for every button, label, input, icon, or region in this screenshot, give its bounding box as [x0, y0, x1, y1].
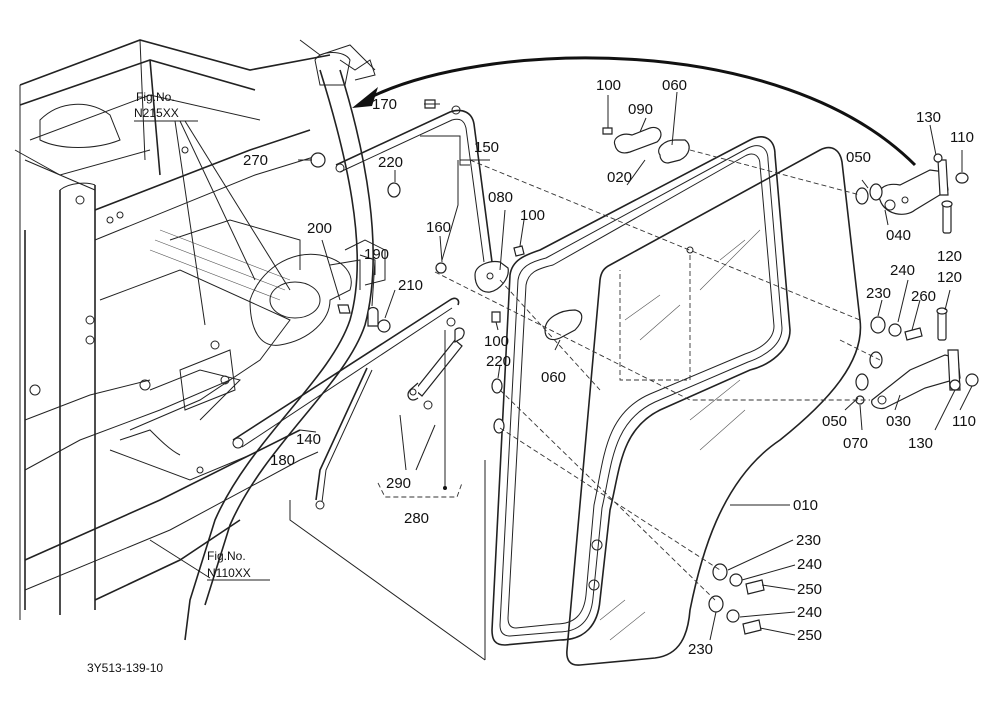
hinge-pin-120-lower [936, 307, 948, 341]
label-100-top: 100 [596, 77, 621, 94]
label-050-upper: 050 [846, 149, 871, 166]
footer-code: 3Y513-139-10 [87, 661, 163, 675]
label-160: 160 [426, 219, 451, 236]
label-100-mid: 100 [520, 207, 545, 224]
label-150: 150 [474, 139, 499, 156]
label-070: 070 [843, 435, 868, 452]
label-060-low: 060 [541, 369, 566, 386]
hinge-pin-120-upper [941, 200, 953, 234]
label-230-b: 230 [688, 641, 713, 658]
label-230-a: 230 [796, 532, 821, 549]
label-120-lower: 120 [937, 269, 962, 286]
curved-arrow [352, 56, 917, 167]
label-240-a: 240 [797, 556, 822, 573]
rod-180 [315, 367, 373, 510]
figure-ref-bottom-line2: N110XX [207, 566, 251, 580]
label-130-top: 130 [916, 109, 941, 126]
label-280: 280 [404, 510, 429, 527]
label-040: 040 [886, 227, 911, 244]
label-260: 260 [911, 288, 936, 305]
label-100-low: 100 [484, 333, 509, 350]
label-170: 170 [372, 96, 397, 113]
label-200: 200 [307, 220, 332, 237]
label-270: 270 [243, 152, 268, 169]
cab-frame [14, 39, 386, 641]
label-210: 210 [398, 277, 423, 294]
label-190: 190 [364, 246, 389, 263]
small-parts [310, 99, 979, 635]
label-020: 020 [607, 169, 632, 186]
label-110-top: 110 [950, 129, 974, 146]
label-220-upper: 220 [378, 154, 403, 171]
label-250-b: 250 [797, 627, 822, 644]
label-230-right: 230 [866, 285, 891, 302]
label-060-top: 060 [662, 77, 687, 94]
label-080: 080 [488, 189, 513, 206]
hinge-040 [878, 159, 949, 215]
figure-ref-top: Fig.No. N215XX [134, 90, 291, 326]
figure-ref-top-line1: Fig.No. [136, 90, 175, 104]
gas-strut-290 [407, 317, 465, 410]
label-240-right: 240 [890, 262, 915, 279]
figure-ref-bottom: Fig.No. N110XX [149, 539, 270, 581]
label-090: 090 [628, 101, 653, 118]
label-220-lower: 220 [486, 353, 511, 370]
part-labels: 100 090 060 130 110 170 150 270 220 020 … [243, 77, 976, 658]
figure-ref-bottom-line1: Fig.No. [207, 549, 246, 563]
leader-lines [289, 91, 973, 661]
label-240-b: 240 [797, 604, 822, 621]
figure-ref-top-line2: N215XX [134, 106, 179, 120]
label-140: 140 [296, 431, 321, 448]
rod-140 [232, 297, 460, 449]
label-120-upper: 120 [937, 248, 962, 265]
handle-rod-150 [335, 105, 493, 263]
label-010: 010 [793, 497, 818, 514]
label-250-a: 250 [797, 581, 822, 598]
label-130-lower: 130 [908, 435, 933, 452]
door-seal-020 [491, 136, 791, 646]
label-180: 180 [270, 452, 295, 469]
label-290: 290 [386, 475, 411, 492]
hinge-030 [871, 349, 961, 410]
label-110-lower: 110 [952, 413, 976, 430]
label-050-lower: 050 [822, 413, 847, 430]
label-030: 030 [886, 413, 911, 430]
